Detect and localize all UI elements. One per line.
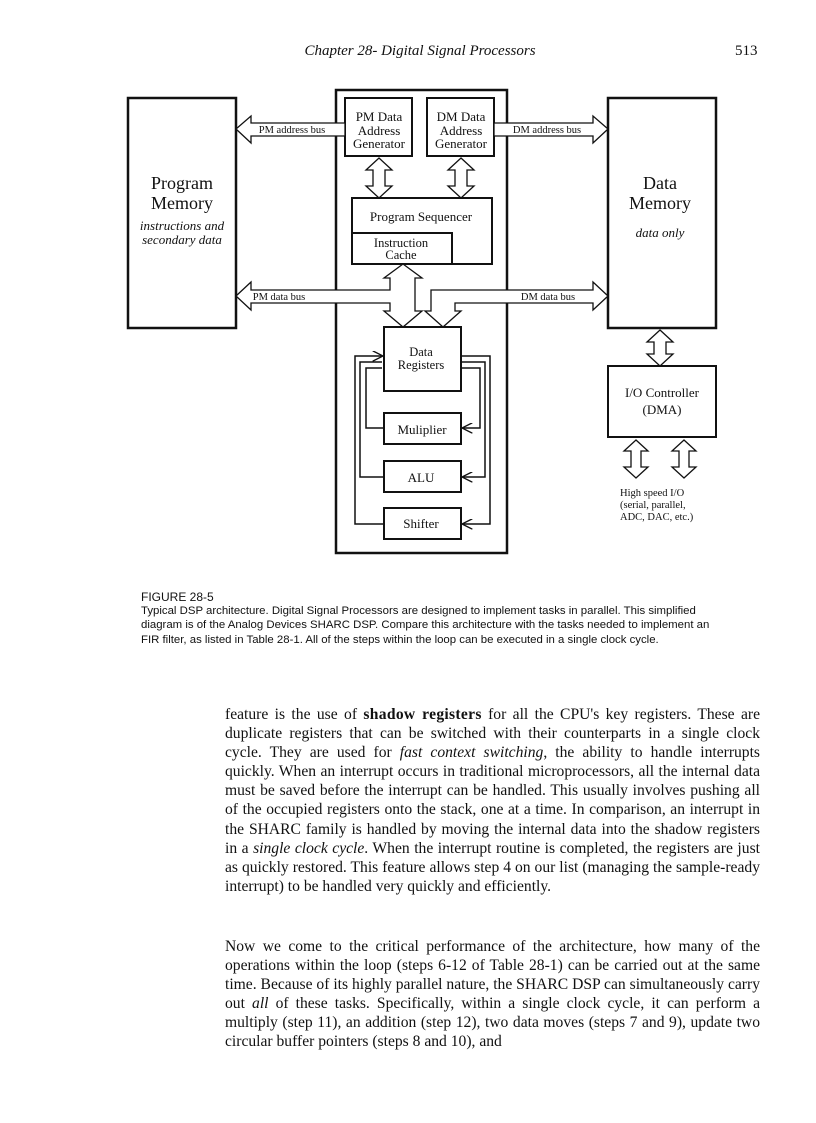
p1-text-3: , the ability to handle interrupts quick… [225, 744, 761, 857]
data-memory-block: Data Memory data only [606, 96, 718, 330]
p1-text-4: . When the interrupt routine is complete… [225, 839, 760, 895]
instruction-cache-label: Instruction [374, 236, 429, 250]
io-controller-block: I/O Controller (DMA) [607, 365, 717, 438]
pm-data-bus-label: PM data bus [253, 292, 306, 303]
instruction-cache-label-2: Cache [385, 248, 417, 262]
high-speed-io-line1: High speed I/O [620, 488, 685, 499]
figure-caption: FIGURE 28-5 Typical DSP architecture. Di… [141, 590, 716, 647]
pm-address-bus-label: PM address bus [259, 125, 326, 136]
dm-data-address-generator: DM Data Address Generator [426, 97, 495, 157]
p1-italic-fast-context: fast context switching [399, 744, 544, 762]
program-memory-desc-2: secondary data [142, 232, 222, 247]
pm-data-address-generator: PM Data Address Generator [344, 97, 413, 157]
dm-address-bus: DM address bus [493, 114, 609, 145]
pm-dag-label: PM Data [356, 109, 403, 124]
figure-label: FIGURE 28-5 [141, 590, 214, 604]
shifter-label: Shifter [403, 516, 439, 531]
p2-italic-all: all [252, 995, 269, 1013]
data-memory-title: Data [643, 173, 677, 193]
register-feedback-loops [354, 356, 491, 524]
dm-data-bus-label: DM data bus [521, 292, 575, 303]
dm-dag-to-sequencer-arrow [446, 157, 476, 199]
alu-block: ALU [383, 460, 462, 493]
running-header-title: Chapter 28- Digital Signal Processors [304, 43, 536, 59]
high-speed-io-line3: ADC, DAC, etc.) [620, 512, 694, 523]
body-paragraph-1: feature is the use of shadow registers f… [225, 705, 760, 896]
p1-text-1: feature is the use of [225, 706, 364, 723]
program-memory-title-2: Memory [151, 193, 213, 213]
program-sequencer-block: Program Sequencer Instruction Cache [351, 197, 493, 265]
data-registers-label: Data [409, 345, 433, 359]
program-memory-block: Program Memory instructions and secondar… [126, 96, 238, 330]
dsp-architecture-diagram: Program Memory instructions and secondar… [126, 88, 718, 555]
high-speed-io-line2: (serial, parallel, [620, 500, 686, 511]
body-paragraph-2: Now we come to the critical performance … [225, 937, 760, 1052]
dm-dag-label: DM Data [437, 109, 486, 124]
pm-address-bus: PM address bus [235, 114, 346, 145]
alu-label: ALU [408, 470, 435, 485]
io-controller-label: I/O Controller [625, 385, 700, 400]
high-speed-io-arrows [622, 439, 698, 479]
pm-data-bus: PM data bus [235, 263, 424, 328]
processor-outline [334, 88, 509, 555]
dm-address-bus-label: DM address bus [513, 125, 581, 136]
program-sequencer-label: Program Sequencer [370, 209, 473, 224]
figure-caption-text: Typical DSP architecture. Digital Signal… [141, 605, 710, 646]
dm-dag-label-3: Generator [435, 136, 488, 151]
data-memory-desc: data only [636, 225, 685, 240]
data-registers-block: Data Registers [383, 326, 462, 392]
p2-text-2: of these tasks. Specifically, within a s… [225, 995, 761, 1051]
high-speed-io-label: High speed I/O (serial, parallel, ADC, D… [620, 488, 694, 523]
program-memory-desc: instructions and [140, 218, 225, 233]
instruction-cache-block [351, 232, 453, 265]
data-registers-label-2: Registers [398, 358, 445, 372]
p2-text-1: Now we come to the critical performance … [225, 938, 760, 1013]
multiplier-label: Muliplier [397, 422, 447, 437]
multiplier-block: Muliplier [383, 412, 462, 445]
pm-dag-to-sequencer-arrow [364, 157, 394, 199]
page-number: 513 [735, 43, 758, 59]
pm-dag-label-2: Address [358, 123, 401, 138]
io-controller-label-2: (DMA) [643, 402, 682, 417]
data-memory-title-2: Memory [629, 193, 691, 213]
p1-text-2: for all the CPU's key registers. These a… [225, 706, 760, 762]
program-memory-title: Program [151, 173, 213, 193]
pm-dag-label-3: Generator [353, 136, 406, 151]
shifter-block: Shifter [383, 507, 462, 540]
p1-bold-shadow-registers: shadow registers [363, 706, 482, 723]
dm-data-bus: DM data bus [423, 280, 609, 328]
dm-dag-label-2: Address [440, 123, 483, 138]
p1-italic-single-clock: single clock cycle [253, 839, 365, 857]
memory-io-arrow [645, 329, 675, 367]
